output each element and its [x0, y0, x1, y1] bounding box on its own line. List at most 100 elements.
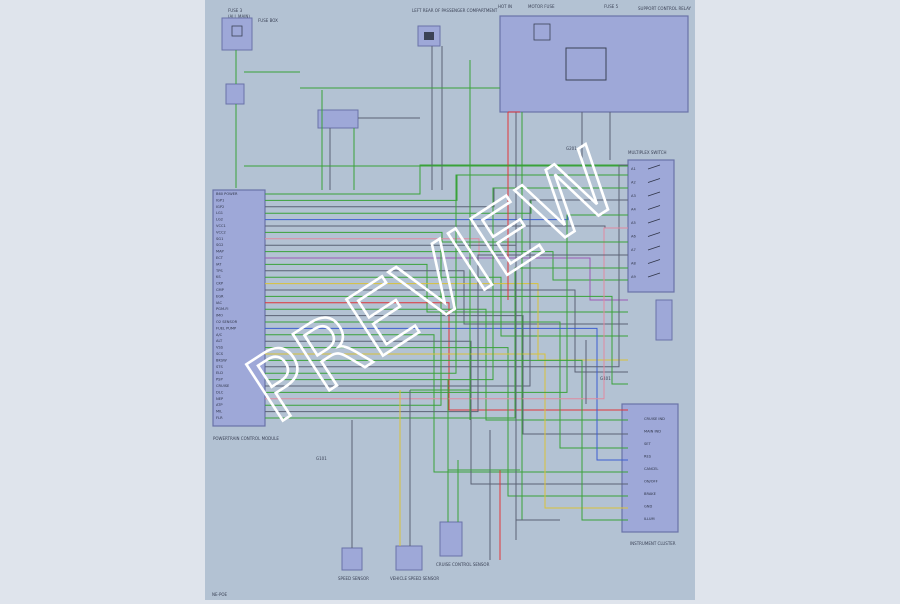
instrument-pin-label: CRUISE IND [644, 417, 665, 421]
switch-label: MULTIPLEX SWITCH [628, 150, 667, 155]
pcm-pin-label: IGP2 [216, 205, 224, 209]
pcm-pin-label: LG2 [216, 218, 223, 222]
switch-pin-label: A6 [631, 235, 636, 239]
left-fuse-sub: (ALL MAIN) [228, 14, 250, 19]
ground-label-2: G201 [566, 146, 577, 151]
wire [265, 263, 628, 313]
pcm-pin-label: FLR [216, 416, 223, 420]
mid-sensor-box [395, 545, 423, 571]
wire [265, 353, 628, 509]
pcm-pin-label: NEP [216, 397, 224, 401]
right-sensor-box [439, 521, 463, 557]
switch-pin-label: A5 [631, 221, 636, 225]
switch-contact [647, 272, 661, 278]
pcm-pin-list: B60 POWERIGP1IGP2LG1LG2VCC1VCC2SG1SG2MAP… [215, 192, 238, 420]
wire [265, 199, 628, 387]
pcm-pin-label: IMO [216, 314, 223, 318]
wire [265, 214, 628, 393]
center-connector: LEFT REAR OF PASSENGER COMPARTMENT [412, 8, 498, 47]
instrument-pin-label: ILLUM [644, 517, 655, 521]
switch-pin-label: A7 [631, 248, 636, 252]
motor-fuse-label: MOTOR FUSE [528, 4, 555, 9]
pcm-pin-label: FUEL PUMP [216, 326, 237, 330]
wire [265, 289, 628, 373]
pcm-pin-label: ATP [216, 403, 223, 407]
wire [265, 334, 628, 473]
switch-box [627, 159, 675, 293]
ground-label-1: G101 [316, 456, 327, 461]
pcm-pin-label: SG2 [216, 243, 223, 247]
ground-label-3: G401 [600, 376, 611, 381]
switch-pin-label: A2 [631, 181, 636, 185]
switch-pin-label: A1 [631, 167, 636, 171]
switch-contact [647, 218, 661, 224]
instrument-box [621, 403, 679, 533]
left-sensor-box [341, 547, 363, 571]
pcm-pin-label: B60 POWER [216, 192, 238, 196]
wire [265, 295, 628, 385]
left-relay [225, 83, 245, 105]
wire [265, 327, 628, 461]
pcm-pin-label: VSS [216, 346, 224, 350]
fuse-3-box [221, 17, 253, 51]
wire [265, 174, 628, 374]
right-sensor-label: CRUISE CONTROL SENSOR [436, 562, 490, 567]
wire [265, 340, 628, 485]
wire [265, 359, 628, 521]
pcm-pin-label: VCC2 [216, 230, 226, 234]
wire [265, 227, 628, 400]
switch-contact [647, 232, 661, 237]
pcm-block: B60 POWERIGP1IGP2LG1LG2VCC1VCC2SG1SG2MAP… [212, 189, 279, 441]
left-sensor-label: SPEED SENSOR [338, 576, 369, 581]
fuse-box-label: FUSE BOX [258, 18, 278, 23]
wire [265, 254, 628, 413]
wire [265, 187, 628, 381]
wire [265, 241, 628, 406]
switch-pin-label: A4 [631, 208, 636, 212]
wire [265, 347, 628, 497]
switch-pin-label: A8 [631, 262, 636, 266]
pcm-pin-label: IAT [216, 262, 222, 266]
pcm-pin-label: STS [216, 365, 223, 369]
switch-contact [647, 178, 661, 183]
instrument-pin-label: MAIN IND [644, 430, 661, 434]
pcm-pin-label: SCS [216, 352, 224, 356]
wire [265, 315, 628, 435]
wire-harness [235, 46, 628, 560]
pcm-pin-label: IGP1 [216, 198, 224, 202]
instrument-pin-label: CANCEL [644, 467, 658, 471]
instrument-pin-label: ON/OFF [644, 480, 658, 484]
pcm-pin-label: CKP [216, 282, 224, 286]
footer-code: NE-POE [212, 592, 228, 597]
instrument-pin-label: RES [644, 455, 652, 459]
center-top-label: LEFT REAR OF PASSENGER COMPARTMENT [412, 8, 498, 13]
wire [265, 257, 628, 301]
switch-contact [647, 205, 661, 210]
switch-pin-label: A3 [631, 194, 636, 198]
mid-sensor-label: VEHICLE SPEED SENSOR [390, 576, 439, 581]
pcm-pin-label: MAP [216, 250, 225, 254]
switch-contact [647, 245, 661, 251]
wire [265, 270, 628, 325]
pcm-pin-label: IAC [216, 301, 222, 305]
pcm-box [212, 189, 266, 427]
instrument-label: INSTRUMENT CLUSTER [630, 541, 676, 546]
wire [265, 308, 628, 421]
pcm-pin-label: MIL [216, 410, 222, 414]
wire [265, 276, 628, 337]
pcm-pin-label: A/C [216, 333, 223, 337]
pcm-pin-label: EGR [216, 294, 224, 298]
fuse-3-block: FUSE 3 (ALL MAIN) FUSE BOX [221, 8, 278, 51]
wire [265, 302, 628, 411]
wire [265, 164, 628, 195]
wire [265, 321, 628, 449]
left-fuse-label: FUSE 3 [228, 8, 243, 13]
wire [265, 164, 628, 368]
pcm-label: POWERTRAIN CONTROL MODULE [213, 436, 279, 441]
pcm-pin-label: ELD [216, 371, 223, 375]
